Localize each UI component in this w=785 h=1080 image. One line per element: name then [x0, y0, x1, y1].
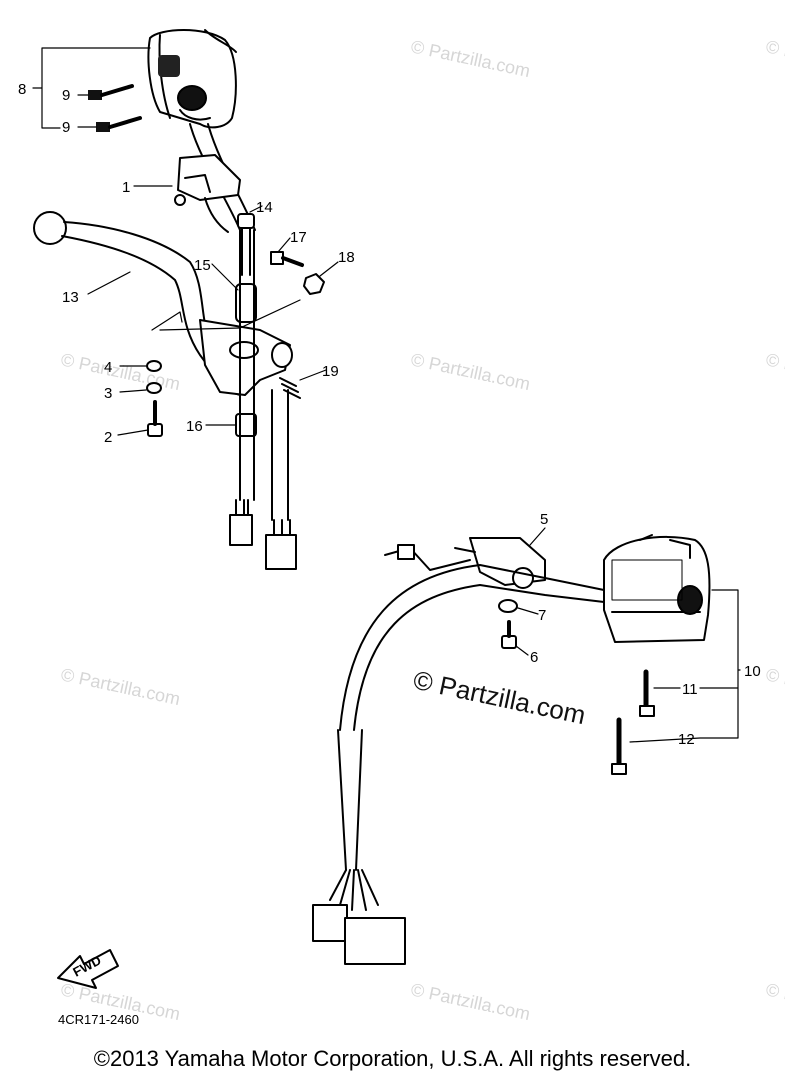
label-2: 2: [104, 429, 112, 446]
leader-lines-left: [32, 47, 339, 436]
lever-holder: [199, 319, 293, 396]
label-9b: 9: [62, 119, 70, 136]
nut-18: [303, 273, 325, 295]
main-harness: [339, 564, 605, 731]
label-12: 12: [678, 731, 695, 748]
label-13: 13: [62, 289, 79, 306]
watermark: © Partzilla.com: [59, 349, 182, 394]
screw-9b: [96, 116, 142, 132]
screw-6: [501, 620, 517, 649]
leader-lines-right: [515, 527, 741, 743]
connector-left-a: [229, 499, 253, 546]
main-harness-lower: [337, 729, 363, 871]
spring-19: [279, 377, 301, 399]
label-11: 11: [682, 681, 698, 698]
fwd-arrow-icon: [57, 949, 119, 989]
watermark: © Partzilla.com: [409, 36, 532, 81]
label-17: 17: [290, 229, 307, 246]
label-1: 1: [122, 179, 130, 196]
bolt-14: [237, 213, 255, 276]
main-harness-connector: [312, 869, 406, 965]
left-switch-housing: [147, 29, 237, 129]
watermark: © Partzilla.com: [764, 664, 785, 709]
label-18: 18: [338, 249, 355, 266]
label-8: 8: [18, 81, 26, 98]
washer-7: [498, 599, 518, 613]
watermark: © Partzilla.com: [764, 349, 785, 394]
watermark-layer: © Partzilla.com © Partzilla.com © Partzi…: [59, 36, 785, 1024]
part-labels: 8 9 9 1 14 17 18 15 13 4 3 2 16 19 5 7 6…: [18, 81, 761, 748]
bolt-17: [270, 251, 304, 267]
front-brake-switch: [384, 537, 546, 589]
screw-11: [639, 669, 655, 717]
spring-washer-3: [146, 382, 162, 394]
watermark-center: © Partzilla.com: [411, 665, 589, 731]
watermark: © Partzilla.com: [764, 979, 785, 1024]
screw-12: [611, 717, 627, 775]
label-7: 7: [538, 607, 546, 624]
connector-left-b: [265, 519, 297, 570]
watermark: © Partzilla.com: [764, 36, 785, 81]
label-10: 10: [744, 663, 761, 680]
label-5: 5: [540, 511, 548, 528]
label-19: 19: [322, 363, 339, 380]
screw-9a: [88, 84, 134, 100]
watermark: © Partzilla.com: [409, 979, 532, 1024]
label-15: 15: [194, 257, 211, 274]
label-6: 6: [530, 649, 538, 666]
label-14: 14: [256, 199, 273, 216]
screw-2: [147, 400, 163, 437]
right-switch-housing: [603, 534, 711, 643]
label-3: 3: [104, 385, 112, 402]
clutch-switch: [174, 154, 241, 233]
label-16: 16: [186, 418, 203, 435]
label-9a: 9: [62, 87, 70, 104]
diagram-code: 4CR171-2460: [58, 1012, 139, 1027]
washer-4: [146, 360, 162, 372]
label-4: 4: [104, 359, 112, 376]
watermark: © Partzilla.com: [59, 664, 182, 709]
copyright-notice: ©2013 Yamaha Motor Corporation, U.S.A. A…: [93, 1046, 692, 1071]
watermark: © Partzilla.com: [409, 349, 532, 394]
